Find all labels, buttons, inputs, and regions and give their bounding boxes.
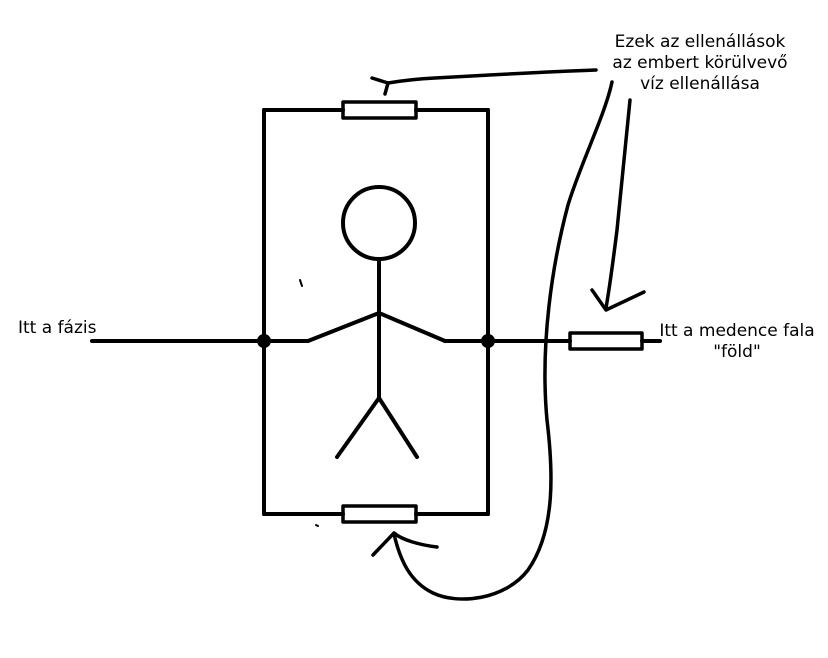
figure-head bbox=[341, 185, 417, 261]
resistance-note-line-2: az embert körülvevő bbox=[612, 53, 788, 73]
figure-leg-left bbox=[335, 396, 381, 459]
arrowhead-wall bbox=[590, 288, 646, 312]
arrowhead-bottom bbox=[371, 531, 439, 557]
resistance-note-line-1: Ezek az ellenállások bbox=[614, 32, 786, 52]
resistor-top bbox=[341, 100, 418, 120]
arrow-to-top-resistor bbox=[386, 68, 598, 85]
wall-label: Itt a medence fala "föld" bbox=[649, 321, 825, 363]
arrowhead-top bbox=[370, 76, 390, 96]
stray-mark bbox=[299, 279, 303, 287]
resistor-wall bbox=[568, 331, 644, 351]
resistance-note: Ezek az ellenállások az embert körülvevő… bbox=[600, 32, 800, 95]
resistance-note-line-3: víz ellenállása bbox=[640, 74, 760, 94]
arrow-to-wall-resistor bbox=[604, 98, 632, 310]
stray-mark-2 bbox=[315, 524, 319, 527]
figure-arm-right bbox=[377, 311, 447, 343]
phase-label: Itt a fázis bbox=[18, 318, 97, 338]
junction-left bbox=[257, 334, 271, 348]
junction-right bbox=[481, 334, 495, 348]
resistor-bottom bbox=[341, 504, 418, 524]
wall-label-line-2: "föld" bbox=[713, 342, 761, 362]
figure-arm-left bbox=[306, 311, 381, 343]
figure-leg-right bbox=[377, 396, 419, 459]
wall-label-line-1: Itt a medence fala bbox=[659, 321, 815, 341]
arrow-to-bottom-resistor bbox=[392, 80, 614, 601]
